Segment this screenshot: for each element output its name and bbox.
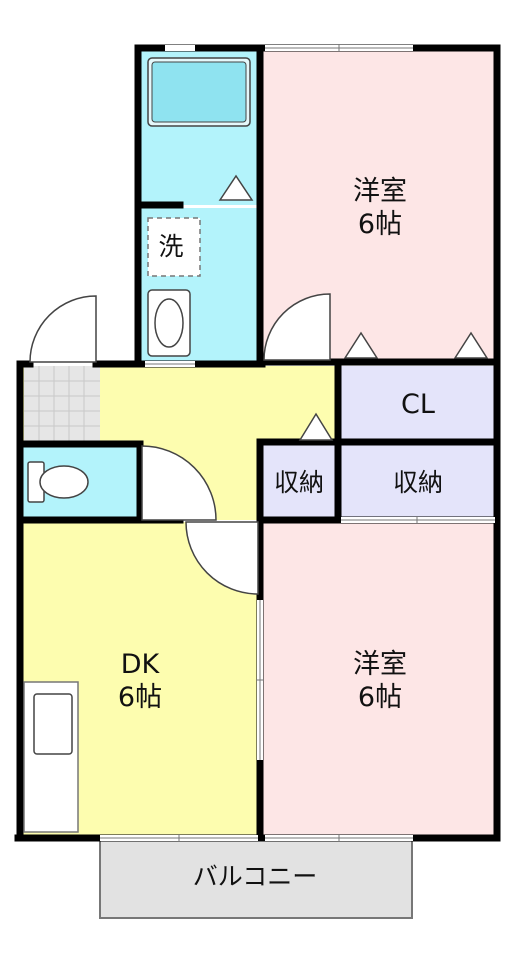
closet-markers — [218, 174, 489, 441]
western-room-bottom-fill — [262, 522, 495, 835]
washroom-label: 洗 — [158, 232, 184, 261]
kitchen-sink-icon — [23, 681, 79, 833]
dk-name: DK — [120, 649, 160, 680]
western-room-bottom-size: 6帖 — [357, 682, 403, 713]
washbasin-icon — [147, 289, 191, 357]
western-room-top-label: 洋室 6帖 — [330, 175, 430, 241]
western-room-bottom-label: 洋室 6帖 — [330, 648, 430, 714]
walls — [14, 44, 501, 842]
washing-machine-icon — [147, 217, 201, 277]
western-room-top-size: 6帖 — [357, 209, 403, 240]
balcony — [99, 837, 413, 919]
closet-fill — [340, 366, 495, 442]
storage-left-fill — [262, 444, 336, 520]
storage-right-fill — [340, 444, 495, 520]
closet-label: CL — [401, 389, 435, 420]
western-room-top-name: 洋室 — [353, 176, 407, 207]
balcony-label: バルコニー — [192, 862, 318, 891]
bathtub-icon — [147, 57, 251, 127]
entrance-tiles — [24, 366, 100, 442]
toilet-icon — [27, 461, 89, 503]
dk-size: 6帖 — [117, 682, 163, 713]
doors — [29, 293, 331, 595]
storage-right-label: 収納 — [392, 468, 443, 497]
western-room-bottom-name: 洋室 — [353, 649, 407, 680]
storage-left-label: 収納 — [273, 468, 324, 497]
windows — [100, 44, 495, 842]
dk-label: DK 6帖 — [90, 648, 190, 714]
